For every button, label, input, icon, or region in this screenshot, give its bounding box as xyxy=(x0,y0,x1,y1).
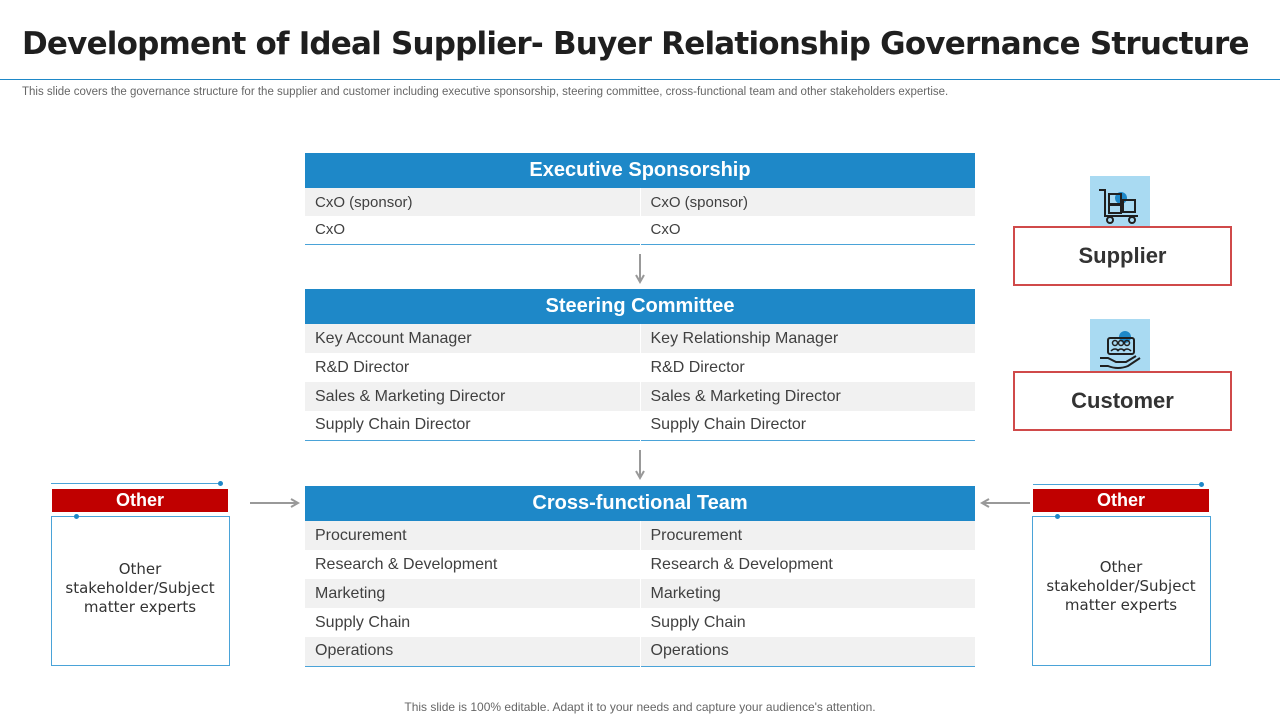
table-row: Supply Chain Supply Chain xyxy=(305,608,975,637)
table-cell: Supply Chain Director xyxy=(639,411,975,440)
connector-dot xyxy=(1055,514,1060,519)
cross-functional-team-section: Cross-functional Team Procurement Procur… xyxy=(305,486,975,667)
page-title: Development of Ideal Supplier- Buyer Rel… xyxy=(22,26,1250,62)
table-cell: Marketing xyxy=(639,579,975,608)
other-right-box xyxy=(1032,516,1211,666)
table-cell: CxO (sponsor) xyxy=(305,188,640,216)
table-row: R&D Director R&D Director xyxy=(305,353,975,382)
table-cell: Research & Development xyxy=(639,550,975,579)
table-cell: Marketing xyxy=(305,579,640,608)
customer-label: Customer xyxy=(1071,388,1174,413)
title-divider xyxy=(0,79,1280,80)
steering-committee-section: Steering Committee Key Account Manager K… xyxy=(305,289,975,441)
connector-dot xyxy=(218,481,223,486)
table-cell: R&D Director xyxy=(639,353,975,382)
down-arrow-icon xyxy=(635,450,645,480)
table-cell: Operations xyxy=(639,637,975,666)
table-cell: Research & Development xyxy=(305,550,640,579)
hand-people-icon xyxy=(1090,319,1150,379)
table-row: Sales & Marketing Director Sales & Marke… xyxy=(305,382,975,411)
table-cell: CxO xyxy=(305,216,640,244)
divider-line xyxy=(51,483,221,484)
page-subtitle: This slide covers the governance structu… xyxy=(22,86,949,98)
table-cell: Sales & Marketing Director xyxy=(639,382,975,411)
table-cell: Operations xyxy=(305,637,640,666)
table-row: Key Account Manager Key Relationship Man… xyxy=(305,324,975,353)
other-right-header: Other xyxy=(1033,489,1209,512)
table-cell: CxO xyxy=(639,216,975,244)
customer-box: Customer xyxy=(1013,371,1232,431)
footer-note: This slide is 100% editable. Adapt it to… xyxy=(404,700,876,714)
table-cell: Supply Chain xyxy=(305,608,640,637)
table-cell: R&D Director xyxy=(305,353,640,382)
table-row: CxO (sponsor) CxO (sponsor) xyxy=(305,188,975,216)
right-arrow-icon xyxy=(250,498,300,508)
executive-sponsorship-section: Executive Sponsorship CxO (sponsor) CxO … xyxy=(305,153,975,245)
table-cell: Sales & Marketing Director xyxy=(305,382,640,411)
steering-committee-table: Key Account Manager Key Relationship Man… xyxy=(305,324,975,441)
table-cell: Key Account Manager xyxy=(305,324,640,353)
down-arrow-icon xyxy=(635,254,645,284)
connector-dot xyxy=(74,514,79,519)
supplier-box: Supplier xyxy=(1013,226,1232,286)
table-cell: Supply Chain Director xyxy=(305,411,640,440)
table-row: Marketing Marketing xyxy=(305,579,975,608)
executive-sponsorship-table: CxO (sponsor) CxO (sponsor) CxO CxO xyxy=(305,188,975,245)
divider-line xyxy=(1033,484,1203,485)
other-left-header: Other xyxy=(52,489,228,512)
table-row: Procurement Procurement xyxy=(305,521,975,550)
other-right-text: Other stakeholder/Subject matter experts xyxy=(1046,558,1196,614)
steering-committee-header: Steering Committee xyxy=(305,289,975,324)
table-row: CxO CxO xyxy=(305,216,975,244)
cross-functional-team-header: Cross-functional Team xyxy=(305,486,975,521)
other-left-text: Other stakeholder/Subject matter experts xyxy=(65,560,215,616)
table-cell: CxO (sponsor) xyxy=(639,188,975,216)
table-row: Supply Chain Director Supply Chain Direc… xyxy=(305,411,975,440)
executive-sponsorship-header: Executive Sponsorship xyxy=(305,153,975,188)
table-cell: Procurement xyxy=(639,521,975,550)
cross-functional-team-table: Procurement Procurement Research & Devel… xyxy=(305,521,975,667)
supplier-label: Supplier xyxy=(1078,243,1167,268)
other-left-box xyxy=(51,516,230,666)
table-cell: Supply Chain xyxy=(639,608,975,637)
left-arrow-icon xyxy=(980,498,1030,508)
connector-dot xyxy=(1199,482,1204,487)
table-row: Research & Development Research & Develo… xyxy=(305,550,975,579)
table-row: Operations Operations xyxy=(305,637,975,666)
table-cell: Key Relationship Manager xyxy=(639,324,975,353)
table-cell: Procurement xyxy=(305,521,640,550)
